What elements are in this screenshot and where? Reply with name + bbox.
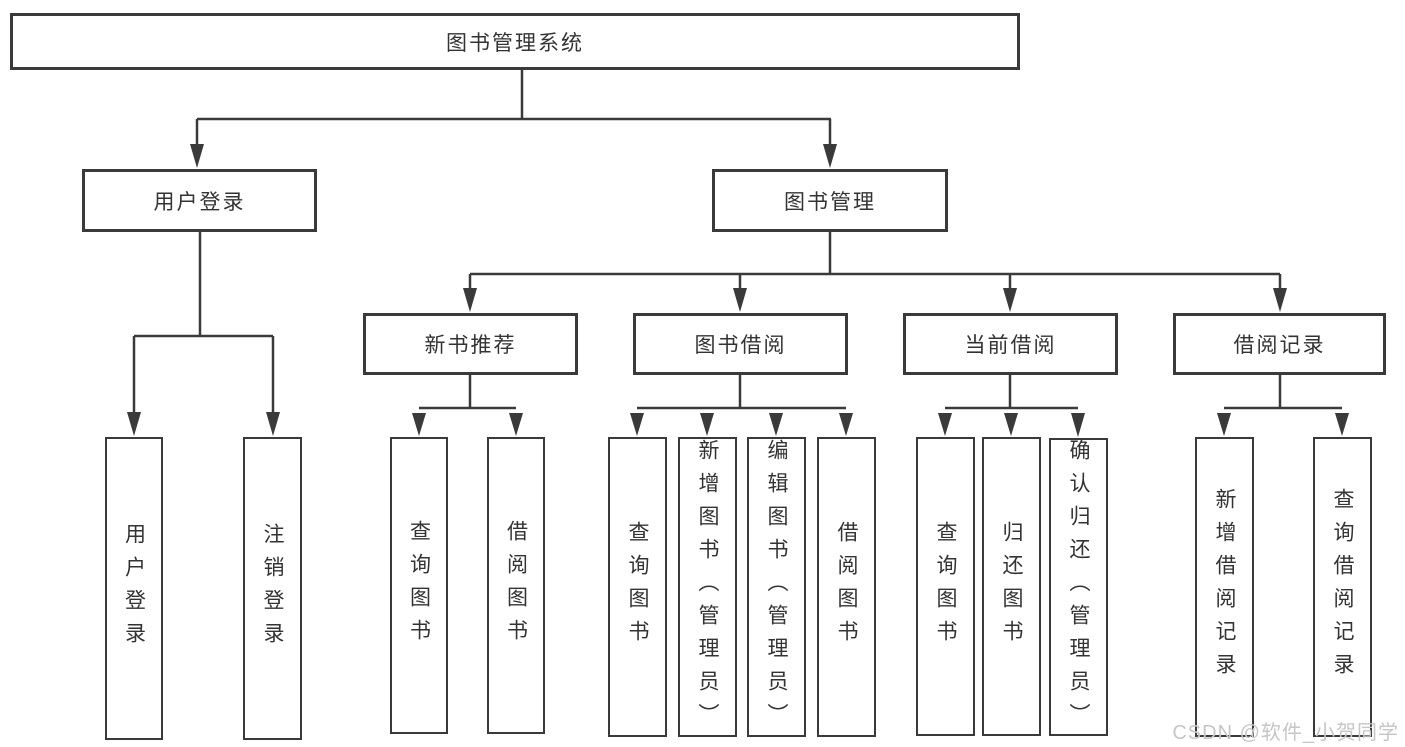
leaf-label: 查询图书 xyxy=(407,519,431,652)
leaf-label: 借阅图书 xyxy=(835,521,858,653)
leaf-logout: 注销登录 xyxy=(243,437,302,740)
node-book-management: 图书管理 xyxy=(712,169,948,232)
leaf-current-return-books: 归还图书 xyxy=(982,437,1041,736)
node-label: 新书推荐 xyxy=(424,334,517,357)
leaf-recommend-borrow-books: 借阅图书 xyxy=(487,437,545,734)
node-new-book-recommend: 新书推荐 xyxy=(363,313,578,375)
leaf-label: 确认归还（管理员） xyxy=(1067,438,1090,736)
node-label: 图书管理 xyxy=(784,190,876,214)
node-root-system: 图书管理系统 xyxy=(10,13,1020,70)
leaf-label: 归还图书 xyxy=(1000,520,1023,653)
connector-borrow-to-leaves xyxy=(630,374,853,436)
leaf-current-query-books: 查询图书 xyxy=(916,437,975,736)
leaf-borrow-add-books-admin: 新增图书（管理员） xyxy=(678,437,737,737)
leaf-label: 用户登录 xyxy=(122,522,146,655)
node-user-login: 用户登录 xyxy=(82,169,317,232)
leaf-records-query-record: 查询借阅记录 xyxy=(1313,437,1372,737)
connector-login-to-leaves xyxy=(127,232,280,436)
node-borrow-records: 借阅记录 xyxy=(1173,313,1386,375)
leaf-recommend-query-books: 查询图书 xyxy=(390,437,448,734)
connector-current-to-leaves xyxy=(938,374,1085,437)
leaf-records-add-record: 新增借阅记录 xyxy=(1195,437,1254,737)
connector-recommend-to-leaves xyxy=(412,374,523,436)
node-label: 图书借阅 xyxy=(694,334,787,357)
node-label: 图书管理系统 xyxy=(446,31,584,55)
leaf-borrow-borrow-books: 借阅图书 xyxy=(817,437,876,737)
leaf-label: 借阅图书 xyxy=(504,519,528,652)
leaf-borrow-edit-books-admin: 编辑图书（管理员） xyxy=(747,437,806,737)
node-label: 用户登录 xyxy=(153,190,246,214)
leaf-current-confirm-return-admin: 确认归还（管理员） xyxy=(1049,438,1108,736)
leaf-user-login: 用户登录 xyxy=(105,437,163,740)
leaf-label: 编辑图书（管理员） xyxy=(765,438,788,736)
connector-mgmt-to-level3 xyxy=(463,232,1287,312)
csdn-watermark: CSDN @软件_小贺同学 xyxy=(1172,722,1399,744)
leaf-label: 注销登录 xyxy=(261,522,284,655)
leaf-label: 新增图书（管理员） xyxy=(696,438,719,736)
leaf-label: 新增借阅记录 xyxy=(1213,488,1236,686)
leaf-borrow-query-books: 查询图书 xyxy=(608,437,667,737)
node-label: 当前借阅 xyxy=(964,334,1057,357)
connector-records-to-leaves xyxy=(1217,374,1349,436)
node-current-borrow: 当前借阅 xyxy=(903,313,1118,375)
node-book-borrow: 图书借阅 xyxy=(633,313,848,375)
leaf-label: 查询图书 xyxy=(626,521,649,653)
leaf-label: 查询图书 xyxy=(934,520,957,653)
leaf-label: 查询借阅记录 xyxy=(1331,488,1354,686)
connector-root-to-level2 xyxy=(190,68,837,168)
node-label: 借阅记录 xyxy=(1233,334,1326,357)
